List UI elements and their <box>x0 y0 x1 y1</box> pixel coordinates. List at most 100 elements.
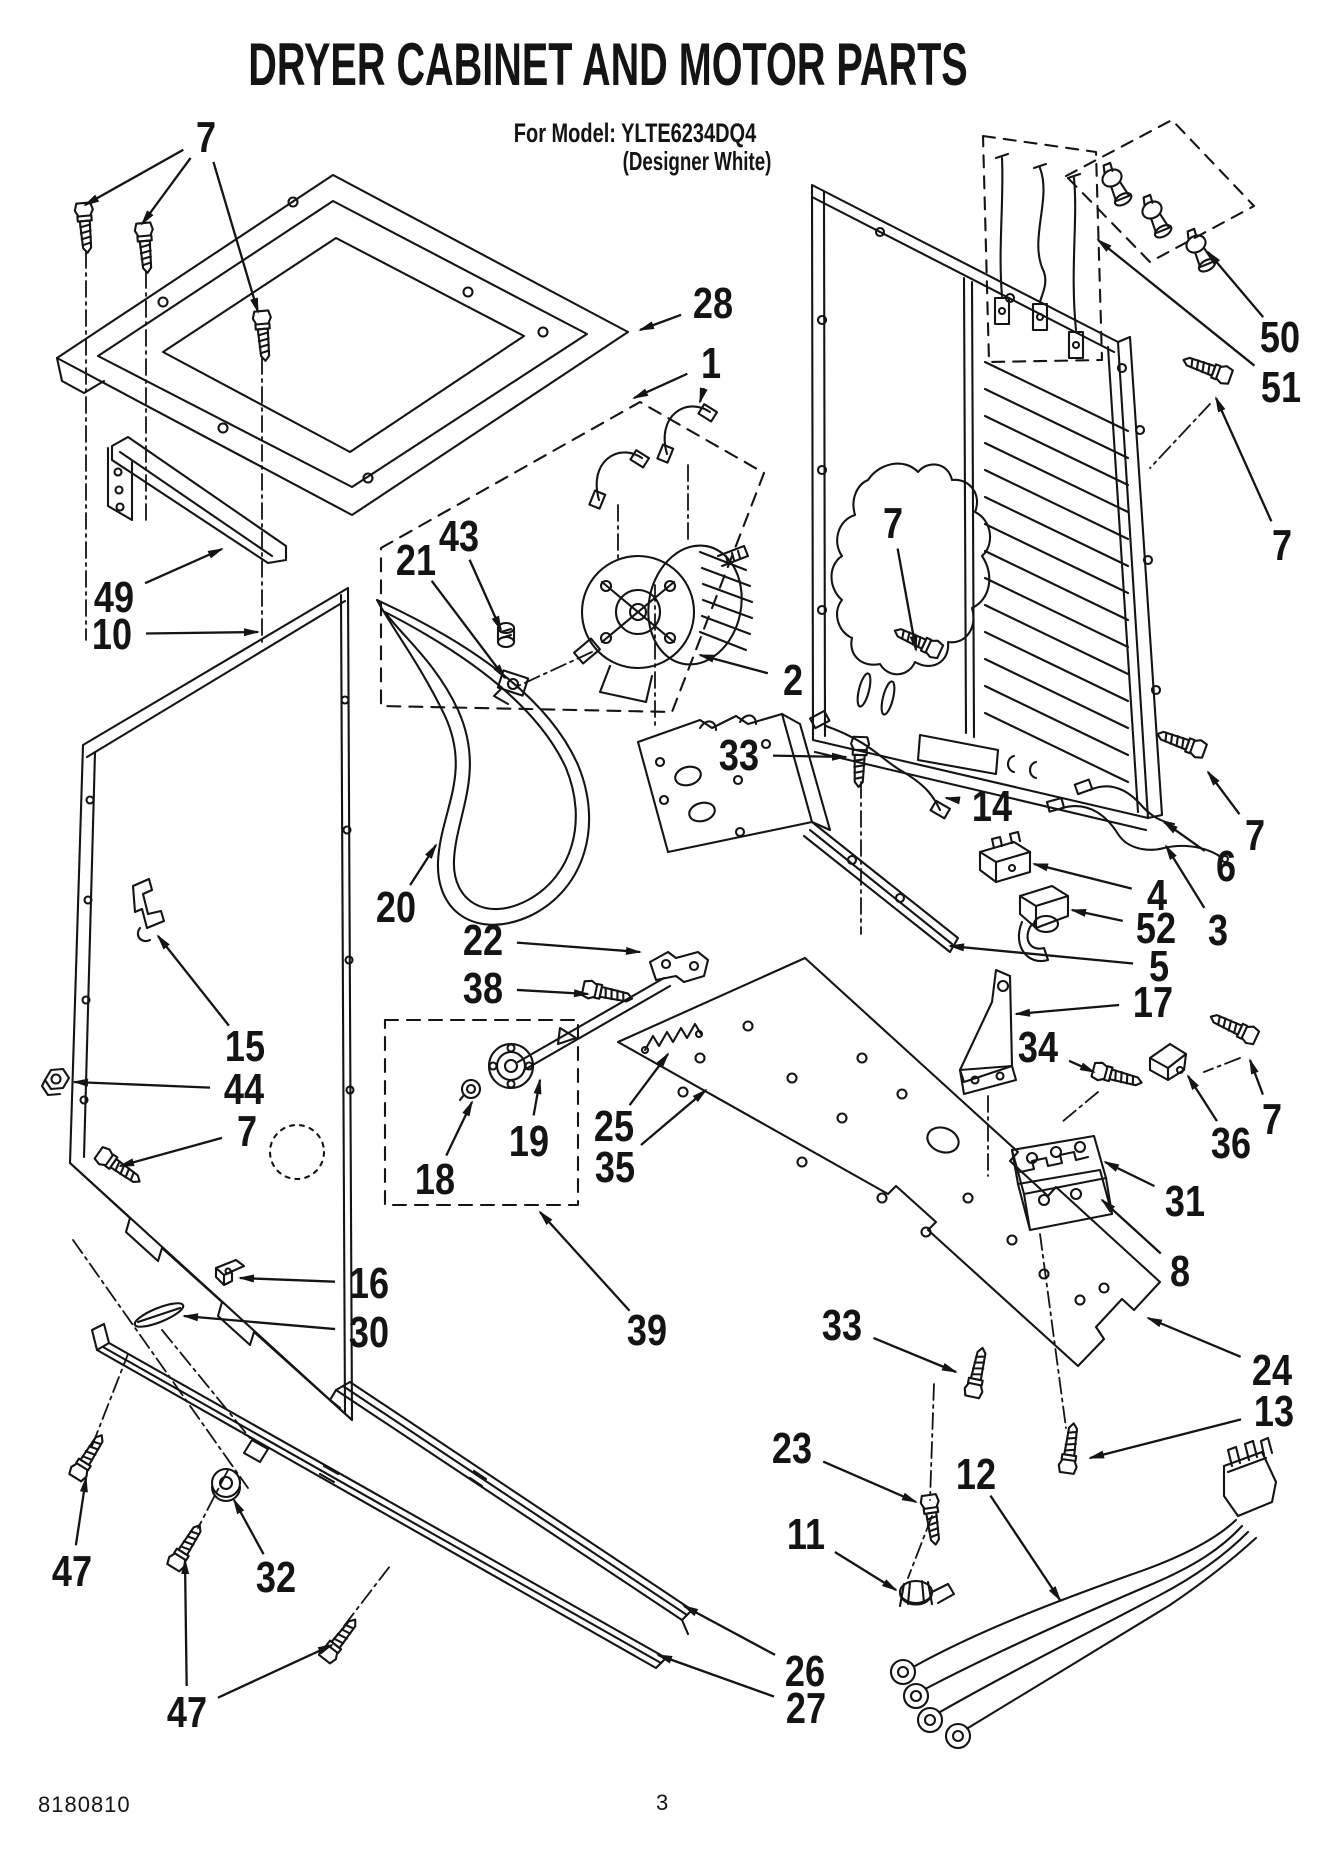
callout-10: 10 <box>92 609 260 659</box>
finish-line: (Designer White) <box>622 146 772 176</box>
page-title: DRYER CABINET AND MOTOR PARTS <box>248 31 968 98</box>
callout-21: 21 <box>396 535 507 680</box>
callout-7: 7 <box>1206 770 1265 860</box>
screw-7-right-lower <box>1153 724 1209 761</box>
wire-3 <box>1045 797 1230 864</box>
assembly-center-lines <box>72 251 1241 1627</box>
heater-wires-51 <box>981 134 1104 364</box>
part-number-label: 8 <box>1170 1246 1190 1295</box>
callout-50: 50 <box>1206 250 1300 362</box>
screw-7-in-duct <box>889 621 946 662</box>
callout-52: 52 <box>1070 903 1176 953</box>
screw-7-top-right <box>1179 350 1235 387</box>
screw-7-top-left-a <box>73 201 98 255</box>
callout-26: 26 <box>682 1604 825 1696</box>
base-24 <box>616 956 1162 1368</box>
rear-panel <box>810 183 1164 832</box>
callout-23: 23 <box>772 1423 918 1504</box>
wire-harness-14 <box>809 709 951 820</box>
callout-13: 13 <box>1088 1386 1294 1460</box>
callout-16: 16 <box>238 1258 389 1308</box>
callout-8: 8 <box>1100 1198 1190 1296</box>
part-number-label: 43 <box>439 511 479 560</box>
part-number-label: 1 <box>701 338 721 387</box>
callout-7: 7 <box>118 1106 257 1168</box>
part-number-label: 26 <box>785 1646 825 1695</box>
screw-7-left <box>92 1144 146 1190</box>
part-number-label: 28 <box>693 278 733 327</box>
callout-19: 19 <box>509 1078 549 1166</box>
part-number-label: 21 <box>396 535 436 584</box>
callout-51: 51 <box>1096 238 1301 412</box>
part-number-label: 24 <box>1252 1345 1293 1394</box>
callout-12: 12 <box>956 1449 1062 1602</box>
callout-33: 33 <box>719 730 848 780</box>
screw-7-top-left-b <box>133 221 158 275</box>
part-number-label: 15 <box>225 1021 265 1070</box>
callout-3: 3 <box>1164 844 1228 955</box>
vent-louvers <box>983 360 1130 784</box>
part-number-label: 39 <box>627 1305 667 1354</box>
nut-44 <box>40 1067 71 1097</box>
part-number-label: 14 <box>972 781 1013 830</box>
retainer-18 <box>458 1078 482 1102</box>
part-number-label: 36 <box>1211 1118 1251 1167</box>
part-number-label: 31 <box>1165 1176 1205 1225</box>
part-number-label: 12 <box>956 1449 996 1498</box>
screw-47-b <box>164 1519 209 1574</box>
callout-34: 34 <box>1018 1022 1096 1074</box>
power-cord-12 <box>889 1436 1278 1750</box>
callout-47: 47 <box>52 1476 92 1596</box>
part-number-label: 2 <box>783 655 803 704</box>
callout-47: 47 <box>167 1558 334 1737</box>
part-number-label: 10 <box>92 609 132 658</box>
idler-kit-dashed-39 <box>383 1018 580 1207</box>
motor-dashed-boundary-2 <box>379 400 766 714</box>
part-number-label: 52 <box>1136 903 1176 952</box>
idler-pulley-19 <box>487 1042 535 1090</box>
part-number-label: 7 <box>1272 520 1292 569</box>
hinge-clip-15 <box>131 877 166 930</box>
strain-relief-11 <box>898 1579 956 1608</box>
part-number-label: 32 <box>256 1552 296 1601</box>
part-number-label: 33 <box>822 1300 862 1349</box>
callout-39: 39 <box>538 1210 667 1355</box>
callout-7: 7 <box>1214 396 1292 570</box>
callout-25: 25 <box>594 1052 670 1151</box>
part-number-label: 27 <box>786 1683 826 1732</box>
part-number-label: 4 <box>1147 870 1168 919</box>
mounting-bracket-17 <box>958 968 1018 1096</box>
callout-31: 31 <box>1103 1160 1205 1226</box>
callout-6: 6 <box>1162 820 1236 891</box>
hanger-bracket-49 <box>106 435 288 565</box>
washer-32 <box>210 1467 242 1502</box>
callout-20: 20 <box>376 843 438 932</box>
screw-34 <box>1089 1059 1145 1093</box>
part-number-label: 7 <box>883 498 903 547</box>
part-number-label: 7 <box>1262 1094 1282 1143</box>
rail-26 <box>328 1380 694 1636</box>
screw-13 <box>1056 1421 1084 1476</box>
side-panel-10 <box>68 586 355 1422</box>
callout-35: 35 <box>595 1088 708 1192</box>
callout-5: 5 <box>948 941 1169 991</box>
callout-1: 1 <box>632 338 721 404</box>
page-number: 3 <box>656 1790 669 1815</box>
screw-7-top-left-c <box>251 309 276 363</box>
drive-motor <box>573 544 754 704</box>
part-number-label: 7 <box>1245 810 1265 859</box>
part-number-label: 35 <box>595 1142 635 1191</box>
motor-clip-1b <box>656 403 719 464</box>
callout-33: 33 <box>822 1300 958 1374</box>
part-number-label: 47 <box>167 1687 207 1736</box>
terminal-parts-50 <box>1064 118 1256 276</box>
bulkhead-bracket-5 <box>636 712 960 954</box>
thermal-fuse-4 <box>978 830 1032 884</box>
idler-bracket-22 <box>516 950 710 1072</box>
callout-43: 43 <box>439 511 503 632</box>
part-number-label: 49 <box>94 572 134 621</box>
part-number-label: 38 <box>463 963 503 1012</box>
